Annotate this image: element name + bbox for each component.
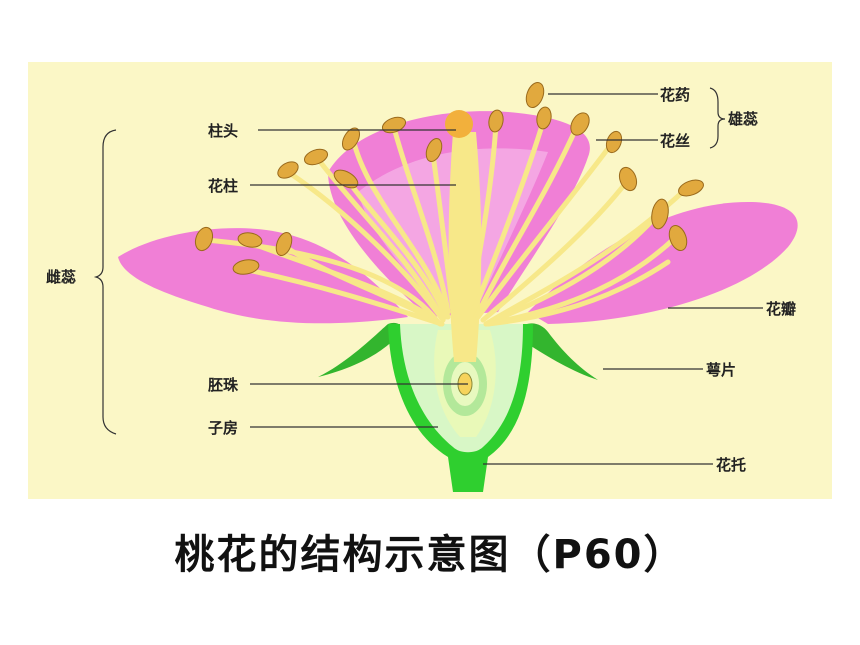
label-style: 花柱	[208, 177, 238, 195]
label-filament: 花丝	[660, 132, 690, 150]
label-ovary: 子房	[208, 419, 238, 437]
style	[448, 132, 482, 362]
label-sepal: 萼片	[706, 361, 736, 379]
filaments	[203, 116, 691, 327]
sepal-left	[318, 322, 403, 377]
label-petal: 花瓣	[766, 300, 796, 318]
peach-flower-diagram: 花药 花丝 雄蕊 柱头 花柱 雌蕊 花瓣 胚珠 萼片 子房 花托	[28, 62, 832, 499]
sepal-right	[515, 323, 598, 380]
label-receptacle: 花托	[716, 456, 746, 474]
diagram-caption: 桃花的结构示意图（P60）	[174, 532, 686, 578]
label-anther: 花药	[660, 86, 690, 104]
stigma	[445, 110, 473, 138]
label-ovule: 胚珠	[208, 376, 239, 394]
anthers	[194, 81, 704, 275]
label-stigma: 柱头	[208, 122, 238, 140]
label-pistil: 雌蕊	[46, 268, 76, 286]
label-stamen: 雄蕊	[727, 110, 758, 128]
leader-lines	[93, 87, 763, 465]
